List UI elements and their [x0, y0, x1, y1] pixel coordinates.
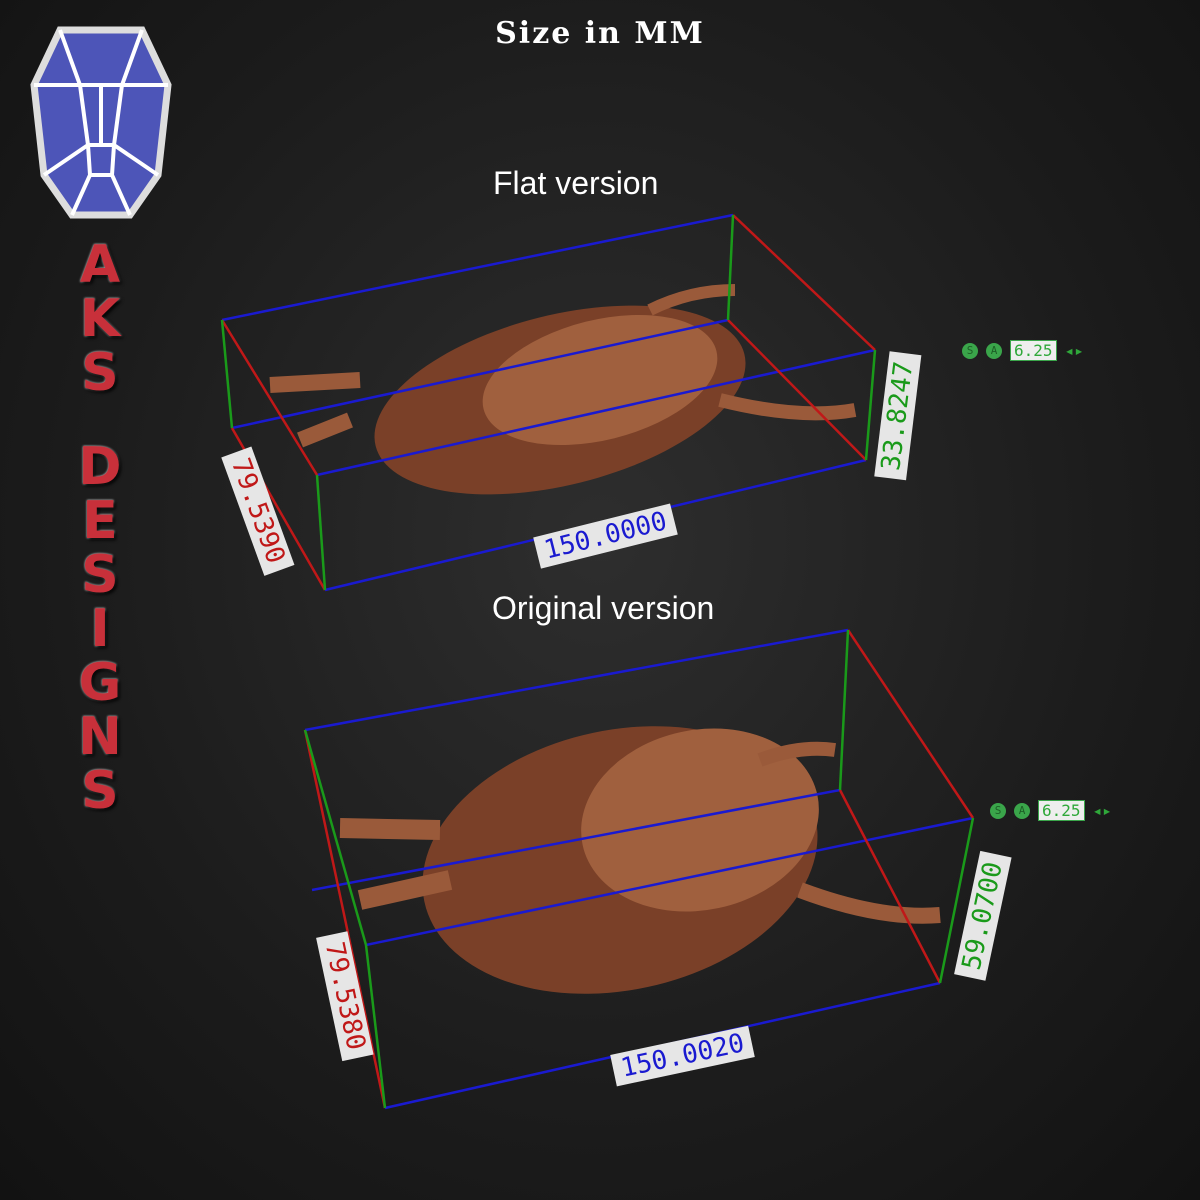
- original-bounding-box: [303, 628, 975, 1110]
- flat-version-label: Flat version: [493, 165, 659, 201]
- left-right-arrows-icon[interactable]: ◂▸: [1092, 801, 1112, 820]
- brand-letter: S: [81, 343, 119, 403]
- brand-letter: S: [81, 545, 119, 605]
- brand-letter: N: [78, 707, 122, 767]
- brand-letter: S: [81, 761, 119, 821]
- s-icon[interactable]: S: [990, 802, 1006, 819]
- a-icon[interactable]: A: [1014, 802, 1030, 819]
- original-version-label: Original version: [492, 590, 715, 626]
- a-icon[interactable]: A: [986, 342, 1002, 359]
- brand-letter: E: [82, 491, 118, 551]
- brand-letter: G: [78, 653, 122, 713]
- scale-value[interactable]: 6.25: [1038, 800, 1085, 821]
- flat-bounding-box: [220, 213, 877, 592]
- left-right-arrows-icon[interactable]: ◂▸: [1064, 341, 1084, 360]
- brand-letter: D: [78, 437, 122, 497]
- brand-letter: K: [79, 289, 121, 349]
- flat-scale-control[interactable]: S A 6.25 ◂▸: [962, 340, 1084, 361]
- s-icon[interactable]: S: [962, 342, 978, 359]
- page-title: Size in MM: [495, 16, 705, 51]
- scale-value[interactable]: 6.25: [1010, 340, 1057, 361]
- original-scale-control[interactable]: S A 6.25 ◂▸: [990, 800, 1112, 821]
- brand-letter: A: [79, 235, 121, 295]
- mask-logo: [30, 26, 172, 219]
- brand-letter: I: [90, 599, 110, 659]
